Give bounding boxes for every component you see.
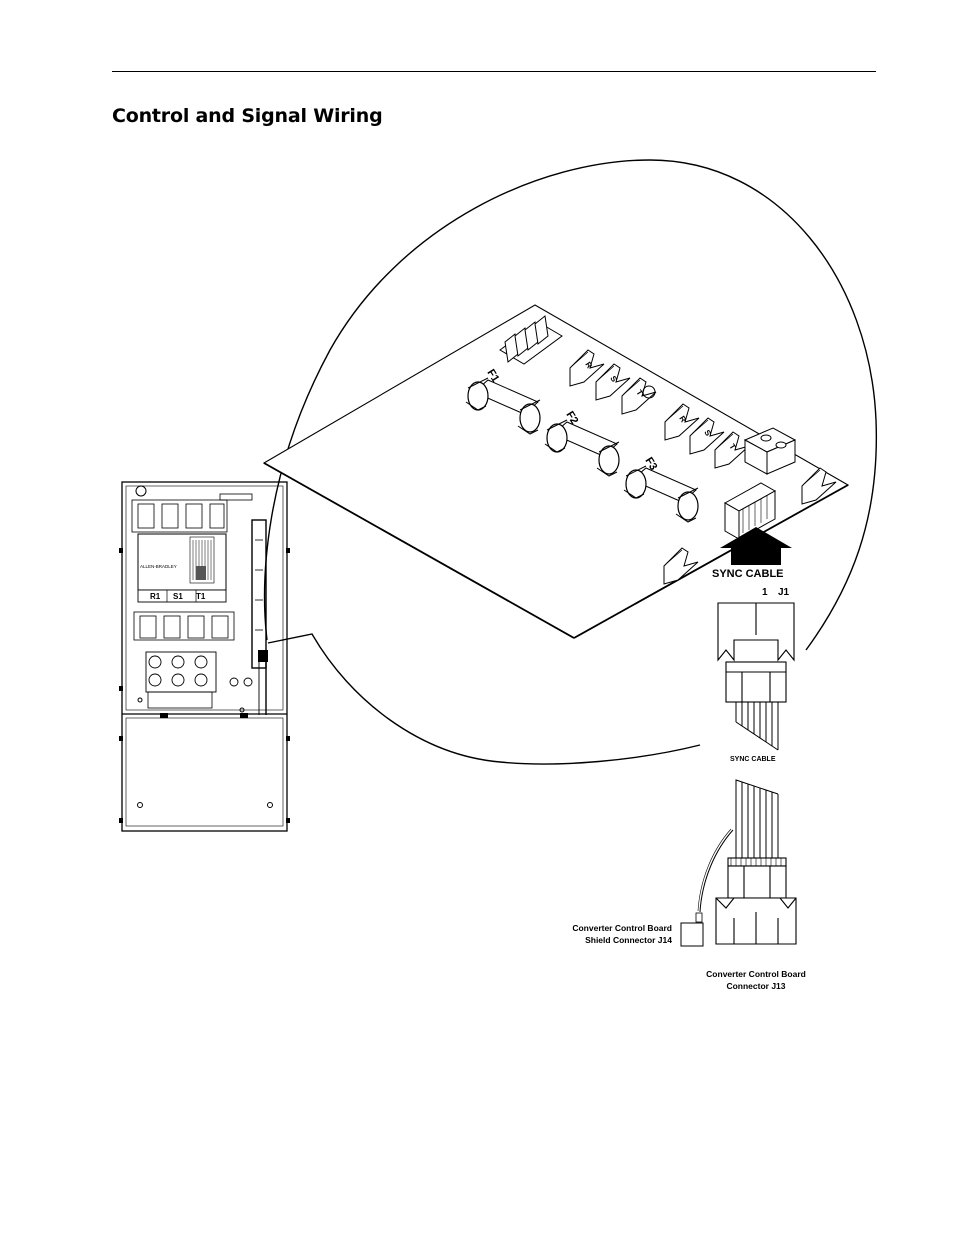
sync-cable-label-mid: SYNC CABLE — [730, 756, 776, 763]
sync-arrow — [720, 527, 792, 565]
ribbon-cable-bottom — [735, 779, 779, 858]
j14-label-line1: Converter Control Board — [572, 923, 672, 933]
j13-label-line2: Connector J13 — [726, 981, 785, 991]
tab-s-b: S — [702, 428, 713, 438]
j14-label-line2: Shield Connector J14 — [585, 935, 672, 945]
header-rule — [112, 71, 876, 72]
fuse-f3-label: F3 — [642, 455, 659, 472]
converter-circuit-board: R S T R S T F1 F2 F3 — [262, 304, 850, 639]
tab-r-a: R — [583, 360, 594, 370]
shield-wire — [699, 829, 734, 913]
j1-cable-connector — [717, 602, 795, 703]
brand-label: ALLEN-BRADLEY — [140, 564, 177, 569]
page-title: Control and Signal Wiring — [112, 105, 383, 127]
j14-shield-connector — [680, 922, 704, 947]
t1-label: T1 — [196, 592, 206, 601]
magnifier-callout — [263, 159, 878, 765]
sync-cable-label-top: SYNC CABLE — [712, 568, 784, 580]
s1-label: S1 — [173, 592, 183, 601]
tab-s-a: S — [608, 374, 619, 384]
j13-label-line1: Converter Control Board — [706, 969, 806, 979]
tab-r-b: R — [677, 414, 688, 424]
drive-cabinet: ALLEN-BRADLEY R1 S1 T1 — [119, 481, 290, 832]
j1-label: J1 — [778, 587, 790, 598]
tab-t-a: T — [634, 388, 644, 397]
fuse-f2-label: F2 — [563, 409, 580, 426]
j13-connector — [715, 857, 797, 945]
ribbon-cable-top — [735, 702, 779, 751]
tab-t-b: T — [727, 442, 737, 451]
r1-label: R1 — [150, 592, 161, 601]
fuse-f1-label: F1 — [484, 367, 501, 384]
pin-one-label: 1 — [762, 587, 768, 598]
